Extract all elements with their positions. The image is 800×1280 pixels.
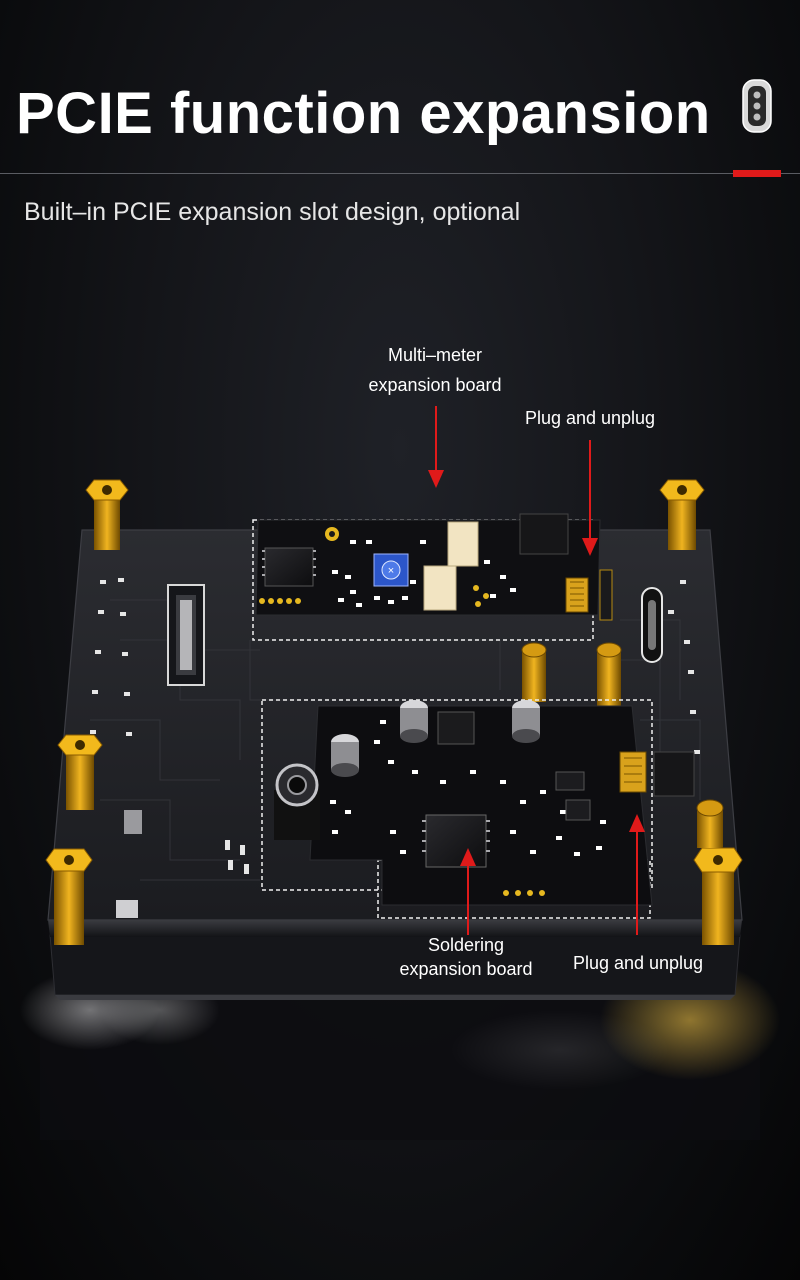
callout-soldering-line1: Soldering xyxy=(427,935,505,955)
callout-multimeter-line2: expansion board xyxy=(368,375,502,395)
callout-multimeter-board: Multi–meter expansion board xyxy=(355,340,515,400)
page-subtitle: Built–in PCIE expansion slot design, opt… xyxy=(24,198,521,226)
callout-soldering-board: Soldering expansion board xyxy=(386,933,546,981)
header-divider xyxy=(0,173,800,174)
page-title: PCIE function expansion xyxy=(16,81,711,146)
svg-text:×: × xyxy=(388,565,394,577)
callout-multimeter-line1: Multi–meter xyxy=(387,345,483,365)
callout-soldering-line2: expansion board xyxy=(399,959,533,979)
callout-plug-unplug-top: Plug and unplug xyxy=(524,408,656,428)
header-accent-bar xyxy=(733,170,781,177)
callout-plug-unplug-bottom: Plug and unplug xyxy=(572,953,704,973)
car-key-icon xyxy=(742,79,772,133)
